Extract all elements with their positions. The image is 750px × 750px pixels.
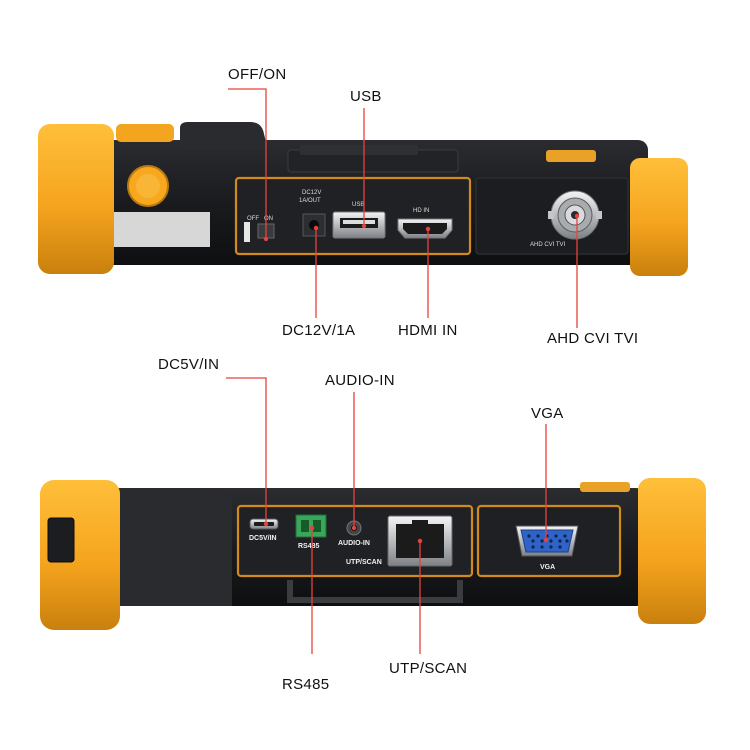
label-strip [110, 212, 210, 247]
audio-panel-label: AUDIO-IN [338, 540, 370, 547]
rs485-pin-b [313, 520, 321, 532]
dc-label-line2: 1A/OUT [299, 198, 321, 204]
callout-rs485: RS485 [282, 676, 330, 693]
side-slot [47, 517, 75, 563]
device-hump [180, 122, 268, 150]
vga-panel-label: VGA [540, 564, 555, 571]
rs485-terminal[interactable] [295, 514, 327, 538]
callout-usb: USB [350, 88, 382, 105]
device-top-view: OFF ON DC12V 1A/OUT USB HD IN AHD CVI TV… [38, 122, 688, 276]
top-right-tab-2 [580, 482, 630, 492]
bnc-panel-label: AHD CVI TVI [530, 242, 566, 248]
usb-panel-label: USB [352, 202, 364, 208]
switch-off-label: OFF [247, 216, 259, 222]
utp-panel-label: UTP/SCAN [346, 559, 382, 566]
rs485-panel-label: RS485 [298, 543, 320, 550]
callout-off-on: OFF/ON [228, 66, 287, 83]
utp-port-latch [412, 520, 428, 526]
dc-label-line1: DC12V [302, 190, 321, 196]
left-bumper [38, 124, 114, 274]
stand-bracket [287, 580, 463, 603]
top-bumper-tab [116, 124, 174, 142]
right-bumper-2 [638, 478, 706, 624]
device-bottom-view: DC5V/IN RS485 AUDIO-IN UTP/SCAN VGA [40, 478, 706, 630]
handle-clip [300, 145, 418, 155]
bnc-connector[interactable] [548, 190, 602, 240]
callout-audio-in: AUDIO-IN [325, 372, 395, 389]
callout-vga: VGA [531, 405, 564, 422]
callout-hdmi-in: HDMI IN [398, 322, 458, 339]
top-right-tab [546, 150, 596, 162]
usb-port-tongue [343, 220, 375, 224]
power-switch-indicator [244, 222, 250, 242]
hdmi-panel-label: HD IN [413, 208, 429, 214]
dc5v-panel-label: DC5V/IN [249, 535, 277, 542]
vga-pins [527, 534, 569, 549]
callout-dc12v: DC12V/1A [282, 322, 356, 339]
leader-lines [226, 88, 578, 654]
right-bumper [630, 158, 688, 276]
leader-dc5v [226, 377, 267, 524]
rs485-pin-a [301, 520, 309, 532]
device-hump-2 [110, 492, 232, 606]
power-button-cap [136, 174, 160, 198]
leader-dots [263, 213, 580, 544]
switch-on-label: ON [264, 216, 273, 222]
leader-off-on [228, 88, 267, 239]
callout-ahd-cvi-tvi: AHD CVI TVI [547, 330, 639, 347]
callout-dc5v-in: DC5V/IN [158, 356, 220, 373]
callout-utp-scan: UTP/SCAN [389, 660, 468, 677]
hdmi-port-slot [403, 223, 447, 234]
